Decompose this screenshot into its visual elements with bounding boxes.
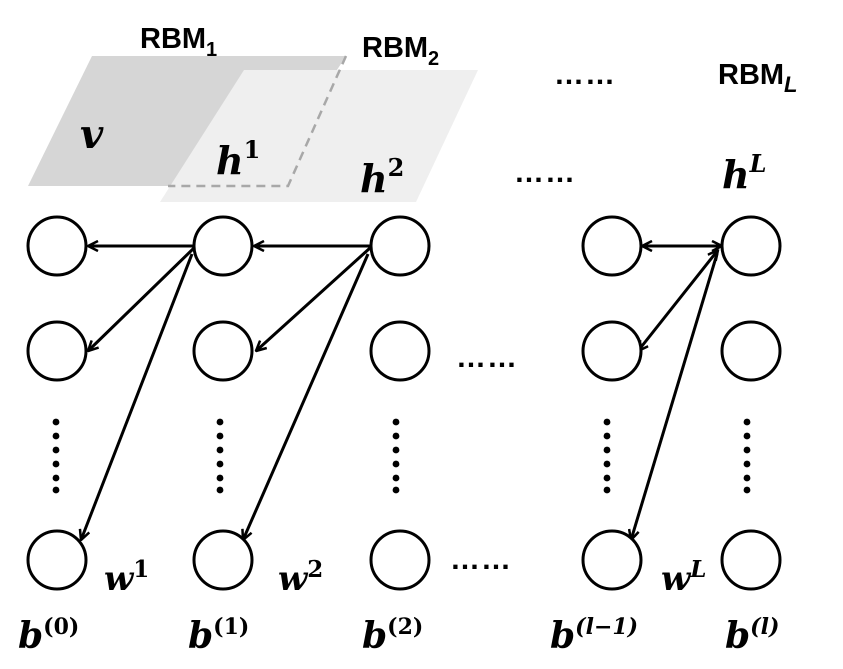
edge-h2-to-h1-last xyxy=(243,253,370,540)
rbm2-plane xyxy=(160,70,478,202)
vertical-ellipsis-hl1 xyxy=(603,418,611,494)
column-h1 xyxy=(192,215,254,591)
edge-hL-to-hl1-last xyxy=(631,253,719,540)
weight-w2-label: w2 xyxy=(278,556,323,599)
vertical-ellipsis-h2 xyxy=(392,418,400,494)
rbm1-overlap-dashed-edge xyxy=(168,55,348,188)
weight-wL-label: wL xyxy=(661,556,706,599)
ellipsis-mid: …… xyxy=(456,341,518,374)
vertical-ellipsis-hL xyxy=(743,418,751,494)
ellipsis-top: …… xyxy=(554,58,616,91)
vertical-ellipsis-v xyxy=(52,418,60,494)
weight-w1-label: w1 xyxy=(104,556,149,599)
node-h1-1 xyxy=(192,215,254,277)
node-v-n xyxy=(26,529,88,591)
bias-b1-label: b(1) xyxy=(188,614,249,657)
column-hL xyxy=(720,215,782,591)
node-hl1-n xyxy=(581,529,643,591)
node-h2-1 xyxy=(369,215,431,277)
node-v-1 xyxy=(26,215,88,277)
node-hl1-2 xyxy=(581,320,643,382)
node-hl1-1 xyxy=(581,215,643,277)
edge-hL-to-hl1-second xyxy=(638,250,718,351)
ellipsis-bottom: …… xyxy=(450,543,512,576)
rbm2-label: RBM2 xyxy=(362,32,439,70)
edge-h1-to-v-second xyxy=(88,246,196,351)
layer-h1-label: h1 xyxy=(216,135,260,183)
ellipsis-upper: …… xyxy=(514,156,576,189)
layer-hL-label: hL xyxy=(722,149,767,197)
node-hL-2 xyxy=(720,320,782,382)
node-h2-2 xyxy=(369,320,431,382)
rbm1-label: RBM1 xyxy=(140,23,217,61)
vertical-ellipsis-h1 xyxy=(216,418,224,494)
bias-b0-label: b(0) xyxy=(18,614,79,657)
column-v xyxy=(26,215,88,591)
edge-h2-to-h1-second xyxy=(256,246,372,351)
node-v-2 xyxy=(26,320,88,382)
node-hL-n xyxy=(720,529,782,591)
column-h2 xyxy=(369,215,431,591)
node-hL-1 xyxy=(720,215,782,277)
layer-h2-label: h2 xyxy=(360,153,404,201)
column-hl1 xyxy=(581,215,643,591)
bias-bl-label: b(l) xyxy=(725,614,779,657)
node-h2-n xyxy=(369,529,431,591)
bias-bl1-label: b(l−1) xyxy=(550,614,638,657)
node-h1-2 xyxy=(192,320,254,382)
rbmL-label: RBML xyxy=(718,59,798,97)
node-h1-n xyxy=(192,529,254,591)
bias-b2-label: b(2) xyxy=(362,614,423,657)
edge-h1-to-v-last xyxy=(81,253,194,540)
layer-v-label: v xyxy=(80,111,104,158)
